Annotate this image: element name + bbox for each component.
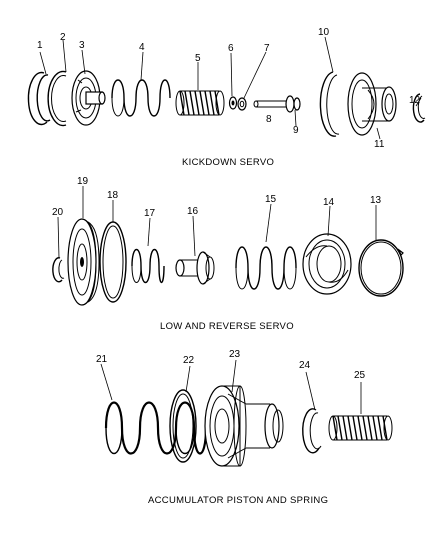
- part-7-washer: [237, 97, 247, 111]
- callout-11: 11: [374, 139, 385, 150]
- part-2-seal-ring: [47, 70, 67, 127]
- callout-23: 23: [229, 349, 241, 360]
- part-22-seal-ring: [169, 389, 197, 463]
- callout-25: 25: [354, 370, 366, 381]
- callout-9: 9: [293, 125, 299, 136]
- part-19-piston: [67, 218, 100, 306]
- part-15-spring: [235, 246, 297, 290]
- callout-21: 21: [96, 354, 108, 365]
- part-23-piston: [204, 385, 284, 467]
- callout-19: 19: [77, 176, 89, 187]
- caption-low-and-reverse-servo: LOW AND REVERSE SERVO: [160, 321, 294, 332]
- part-5-spring: [175, 90, 225, 116]
- part-24-snap-ring: [302, 408, 322, 454]
- part-10-seal-ring: [319, 71, 340, 137]
- callout-7: 7: [264, 43, 270, 54]
- part-20-snap-ring: [52, 257, 65, 283]
- callout-5: 5: [195, 53, 201, 64]
- part-4-spring: [111, 79, 171, 117]
- part-12-snap-ring: [412, 93, 426, 123]
- callout-8: 8: [266, 114, 272, 125]
- part-14-retainer: [302, 233, 352, 295]
- callout-16: 16: [187, 206, 199, 217]
- part-21-spring: [104, 401, 208, 455]
- part-6-retainer: [228, 96, 238, 110]
- callout-15: 15: [265, 194, 277, 205]
- part-13-snap-ring: [358, 239, 404, 297]
- callout-17: 17: [144, 208, 156, 219]
- callout-6: 6: [228, 43, 234, 54]
- callout-12: 12: [409, 95, 421, 106]
- callout-1: 1: [37, 40, 43, 51]
- callout-22: 22: [183, 355, 195, 366]
- part-11-guide: [347, 72, 397, 136]
- part-17-spring: [131, 248, 165, 284]
- callout-3: 3: [79, 40, 85, 51]
- callout-20: 20: [52, 207, 64, 218]
- callout-18: 18: [107, 190, 119, 201]
- callout-14: 14: [323, 197, 335, 208]
- callout-2: 2: [60, 32, 66, 43]
- part-18-seal-ring: [99, 221, 127, 303]
- callout-24: 24: [299, 360, 311, 371]
- callout-13: 13: [370, 195, 382, 206]
- part-8-rod: [253, 95, 301, 113]
- part-1-snap-ring: [27, 71, 51, 126]
- part-3-piston: [71, 70, 106, 126]
- part-25-spring: [328, 415, 393, 441]
- callout-10: 10: [318, 27, 330, 38]
- caption-kickdown-servo: KICKDOWN SERVO: [182, 157, 274, 168]
- callout-4: 4: [139, 42, 145, 53]
- caption-accumulator-piston-and-spring: ACCUMULATOR PISTON AND SPRING: [148, 495, 328, 506]
- part-16-plug: [175, 251, 215, 285]
